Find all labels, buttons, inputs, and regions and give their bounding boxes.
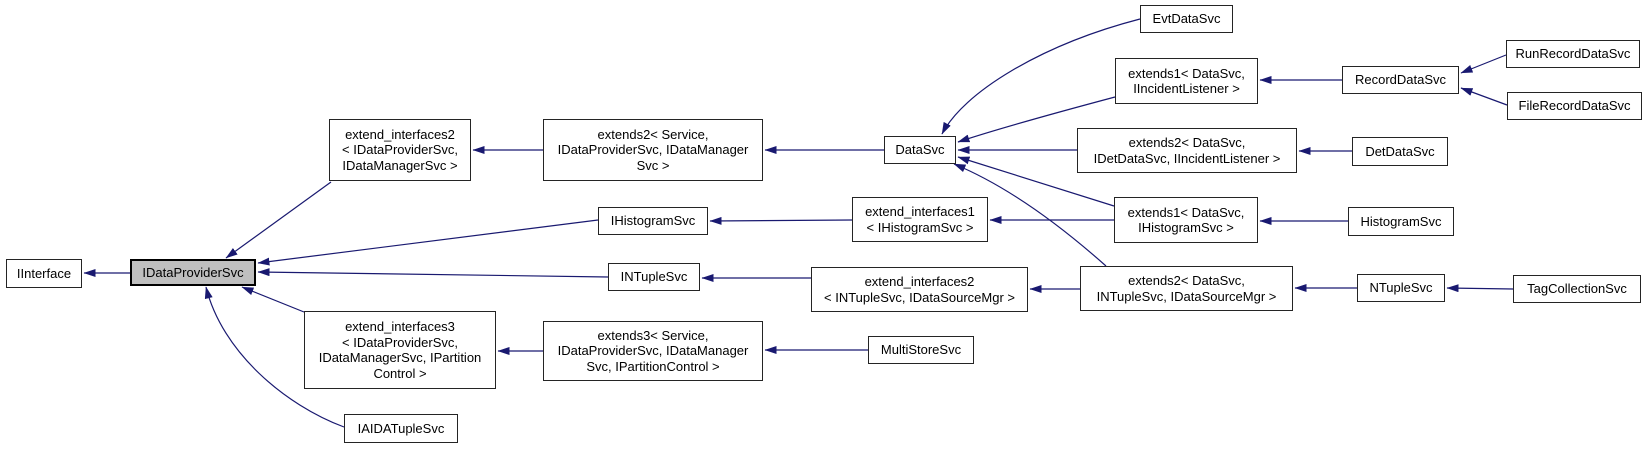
node-label: IDataProviderSvc, IDataManager: [557, 343, 749, 359]
node-extends2-det[interactable]: extends2< DataSvc,IDetDataSvc, IIncident…: [1077, 128, 1297, 173]
edge-extends2-ntuple-to-DataSvc: [953, 163, 1107, 267]
node-label: < IDataProviderSvc,: [342, 334, 458, 350]
node-extend-interfaces1-h[interactable]: extend_interfaces1< IHistogramSvc >: [852, 197, 988, 242]
node-extends1-histo[interactable]: extends1< DataSvc,IHistogramSvc >: [1114, 197, 1258, 243]
node-label: IDetDataSvc, IIncidentListener >: [1093, 150, 1281, 166]
node-extends2-service[interactable]: extends2< Service,IDataProviderSvc, IDat…: [543, 119, 763, 181]
edge-RunRecordDataSvc-to-RecordDataSvc: [1460, 54, 1507, 74]
node-label: INTupleSvc: [620, 269, 688, 285]
node-label: INTupleSvc, IDataSourceMgr >: [1096, 288, 1277, 304]
node-label: NTupleSvc: [1369, 280, 1433, 296]
node-label: RecordDataSvc: [1354, 72, 1447, 88]
node-IHistogramSvc[interactable]: IHistogramSvc: [598, 207, 708, 235]
node-label: IInterface: [16, 265, 72, 281]
node-label: DetDataSvc: [1365, 143, 1435, 159]
node-DetDataSvc[interactable]: DetDataSvc: [1352, 137, 1448, 166]
node-label: < IDataProviderSvc,: [342, 142, 458, 158]
node-IAIDATupleSvc[interactable]: IAIDATupleSvc: [344, 414, 458, 443]
node-label: Control >: [373, 365, 427, 381]
node-label: IDataProviderSvc: [142, 264, 244, 280]
node-label: MultiStoreSvc: [880, 342, 962, 358]
node-label: EvtDataSvc: [1152, 11, 1221, 27]
node-label: RunRecordDataSvc: [1515, 46, 1631, 62]
node-label: TagCollectionSvc: [1527, 281, 1627, 297]
node-extends1-incident[interactable]: extends1< DataSvc,IIncidentListener >: [1115, 58, 1258, 104]
node-IDataProviderSvc: IDataProviderSvc: [130, 259, 256, 286]
edge-extend-interfaces2-dp-to-IDataProviderSvc: [225, 181, 332, 259]
node-label: extend_interfaces2: [345, 126, 455, 142]
node-label: Svc >: [636, 157, 670, 173]
node-IInterface[interactable]: IInterface: [6, 259, 82, 288]
node-label: extends1< DataSvc,: [1127, 204, 1245, 220]
node-FileRecordDataSvc[interactable]: FileRecordDataSvc: [1507, 92, 1642, 120]
node-RunRecordDataSvc[interactable]: RunRecordDataSvc: [1506, 40, 1640, 68]
node-TagCollectionSvc[interactable]: TagCollectionSvc: [1513, 275, 1641, 303]
node-label: extends3< Service,: [597, 327, 709, 343]
node-extend-interfaces2-nt[interactable]: extend_interfaces2< INTupleSvc, IDataSou…: [811, 267, 1028, 312]
node-label: Svc, IPartitionControl >: [586, 358, 720, 374]
node-label: extends2< DataSvc,: [1128, 273, 1245, 288]
node-INTupleSvc[interactable]: INTupleSvc: [608, 263, 700, 291]
edge-EvtDataSvc-to-DataSvc: [941, 18, 1141, 135]
node-MultiStoreSvc[interactable]: MultiStoreSvc: [868, 336, 974, 364]
edge-extends1-incident-to-DataSvc: [957, 96, 1116, 143]
node-label: extends2< DataSvc,: [1128, 135, 1246, 150]
node-label: < INTupleSvc, IDataSourceMgr >: [824, 289, 1015, 305]
node-label: DataSvc: [895, 142, 945, 158]
node-label: IDataManagerSvc, IPartition: [318, 350, 482, 365]
edge-TagCollectionSvc-to-NTupleSvc: [1446, 284, 1514, 293]
edge-extend-interfaces1-h-to-IHistogramSvc: [709, 216, 853, 225]
edge-IHistogramSvc-to-IDataProviderSvc: [257, 219, 599, 266]
node-RecordDataSvc[interactable]: RecordDataSvc: [1342, 66, 1459, 94]
edge-IAIDATupleSvc-to-IDataProviderSvc: [204, 286, 345, 428]
node-label: extend_interfaces1: [865, 204, 975, 219]
node-NTupleSvc[interactable]: NTupleSvc: [1357, 274, 1445, 302]
node-extend-interfaces3[interactable]: extend_interfaces3< IDataProviderSvc,IDa…: [304, 311, 496, 389]
edge-extend-interfaces3-to-IDataProviderSvc: [241, 286, 305, 313]
node-label: IHistogramSvc: [610, 213, 696, 229]
node-label: IHistogramSvc >: [1138, 220, 1234, 235]
edge-INTupleSvc-to-IDataProviderSvc: [257, 268, 609, 278]
node-label: IAIDATupleSvc: [357, 420, 445, 436]
node-label: extends2< Service,: [597, 126, 709, 142]
node-label: extends1< DataSvc,: [1128, 65, 1245, 81]
node-label: FileRecordDataSvc: [1518, 98, 1631, 114]
node-extends3-service[interactable]: extends3< Service,IDataProviderSvc, IDat…: [543, 321, 763, 381]
node-extends2-ntuple[interactable]: extends2< DataSvc,INTupleSvc, IDataSourc…: [1080, 266, 1293, 311]
node-label: extend_interfaces3: [345, 319, 455, 334]
node-label: IIncidentListener >: [1133, 81, 1240, 96]
node-label: < IHistogramSvc >: [866, 219, 974, 235]
node-label: extend_interfaces2: [864, 274, 975, 289]
node-extend-interfaces2-dp[interactable]: extend_interfaces2< IDataProviderSvc,IDa…: [329, 119, 471, 181]
edge-FileRecordDataSvc-to-RecordDataSvc: [1460, 87, 1508, 106]
node-label: HistogramSvc: [1360, 213, 1442, 229]
node-DataSvc[interactable]: DataSvc: [884, 136, 956, 164]
node-label: IDataManagerSvc >: [342, 157, 458, 173]
node-EvtDataSvc[interactable]: EvtDataSvc: [1140, 5, 1233, 33]
node-label: IDataProviderSvc, IDataManager: [557, 142, 749, 158]
edge-extends1-histo-to-DataSvc: [957, 156, 1115, 207]
node-HistogramSvc[interactable]: HistogramSvc: [1348, 207, 1454, 236]
